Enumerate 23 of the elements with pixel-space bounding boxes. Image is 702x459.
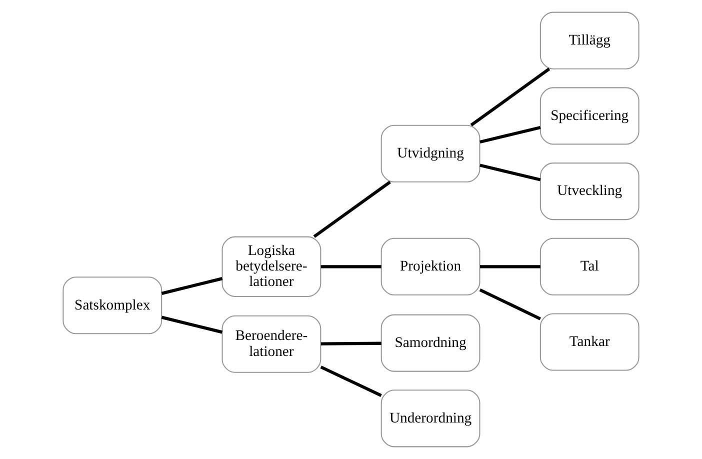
node-box: Utvidgning bbox=[380, 124, 480, 182]
node-box: Samordning bbox=[380, 314, 480, 372]
connector bbox=[161, 316, 223, 334]
connector bbox=[470, 68, 550, 126]
node-box: Beroendere- lationer bbox=[222, 315, 322, 373]
node-box: Underordning bbox=[380, 390, 480, 448]
connector bbox=[479, 288, 542, 320]
connector bbox=[320, 265, 382, 268]
node-box: Satskomplex bbox=[62, 276, 162, 334]
connector bbox=[480, 265, 540, 268]
connector bbox=[320, 366, 382, 397]
node-box: Utveckling bbox=[540, 162, 640, 220]
connector bbox=[313, 180, 391, 238]
node-box: Tillägg bbox=[540, 12, 640, 70]
connector bbox=[480, 126, 541, 144]
node-box: Specificering bbox=[540, 87, 640, 145]
node-box: Logiska betydelsere- lationer bbox=[222, 236, 322, 297]
node-box: Tankar bbox=[540, 313, 640, 371]
connector bbox=[161, 277, 223, 295]
node-box: Tal bbox=[540, 238, 640, 296]
connector bbox=[480, 164, 541, 182]
node-box: Projektion bbox=[380, 238, 480, 296]
connector bbox=[320, 342, 382, 346]
